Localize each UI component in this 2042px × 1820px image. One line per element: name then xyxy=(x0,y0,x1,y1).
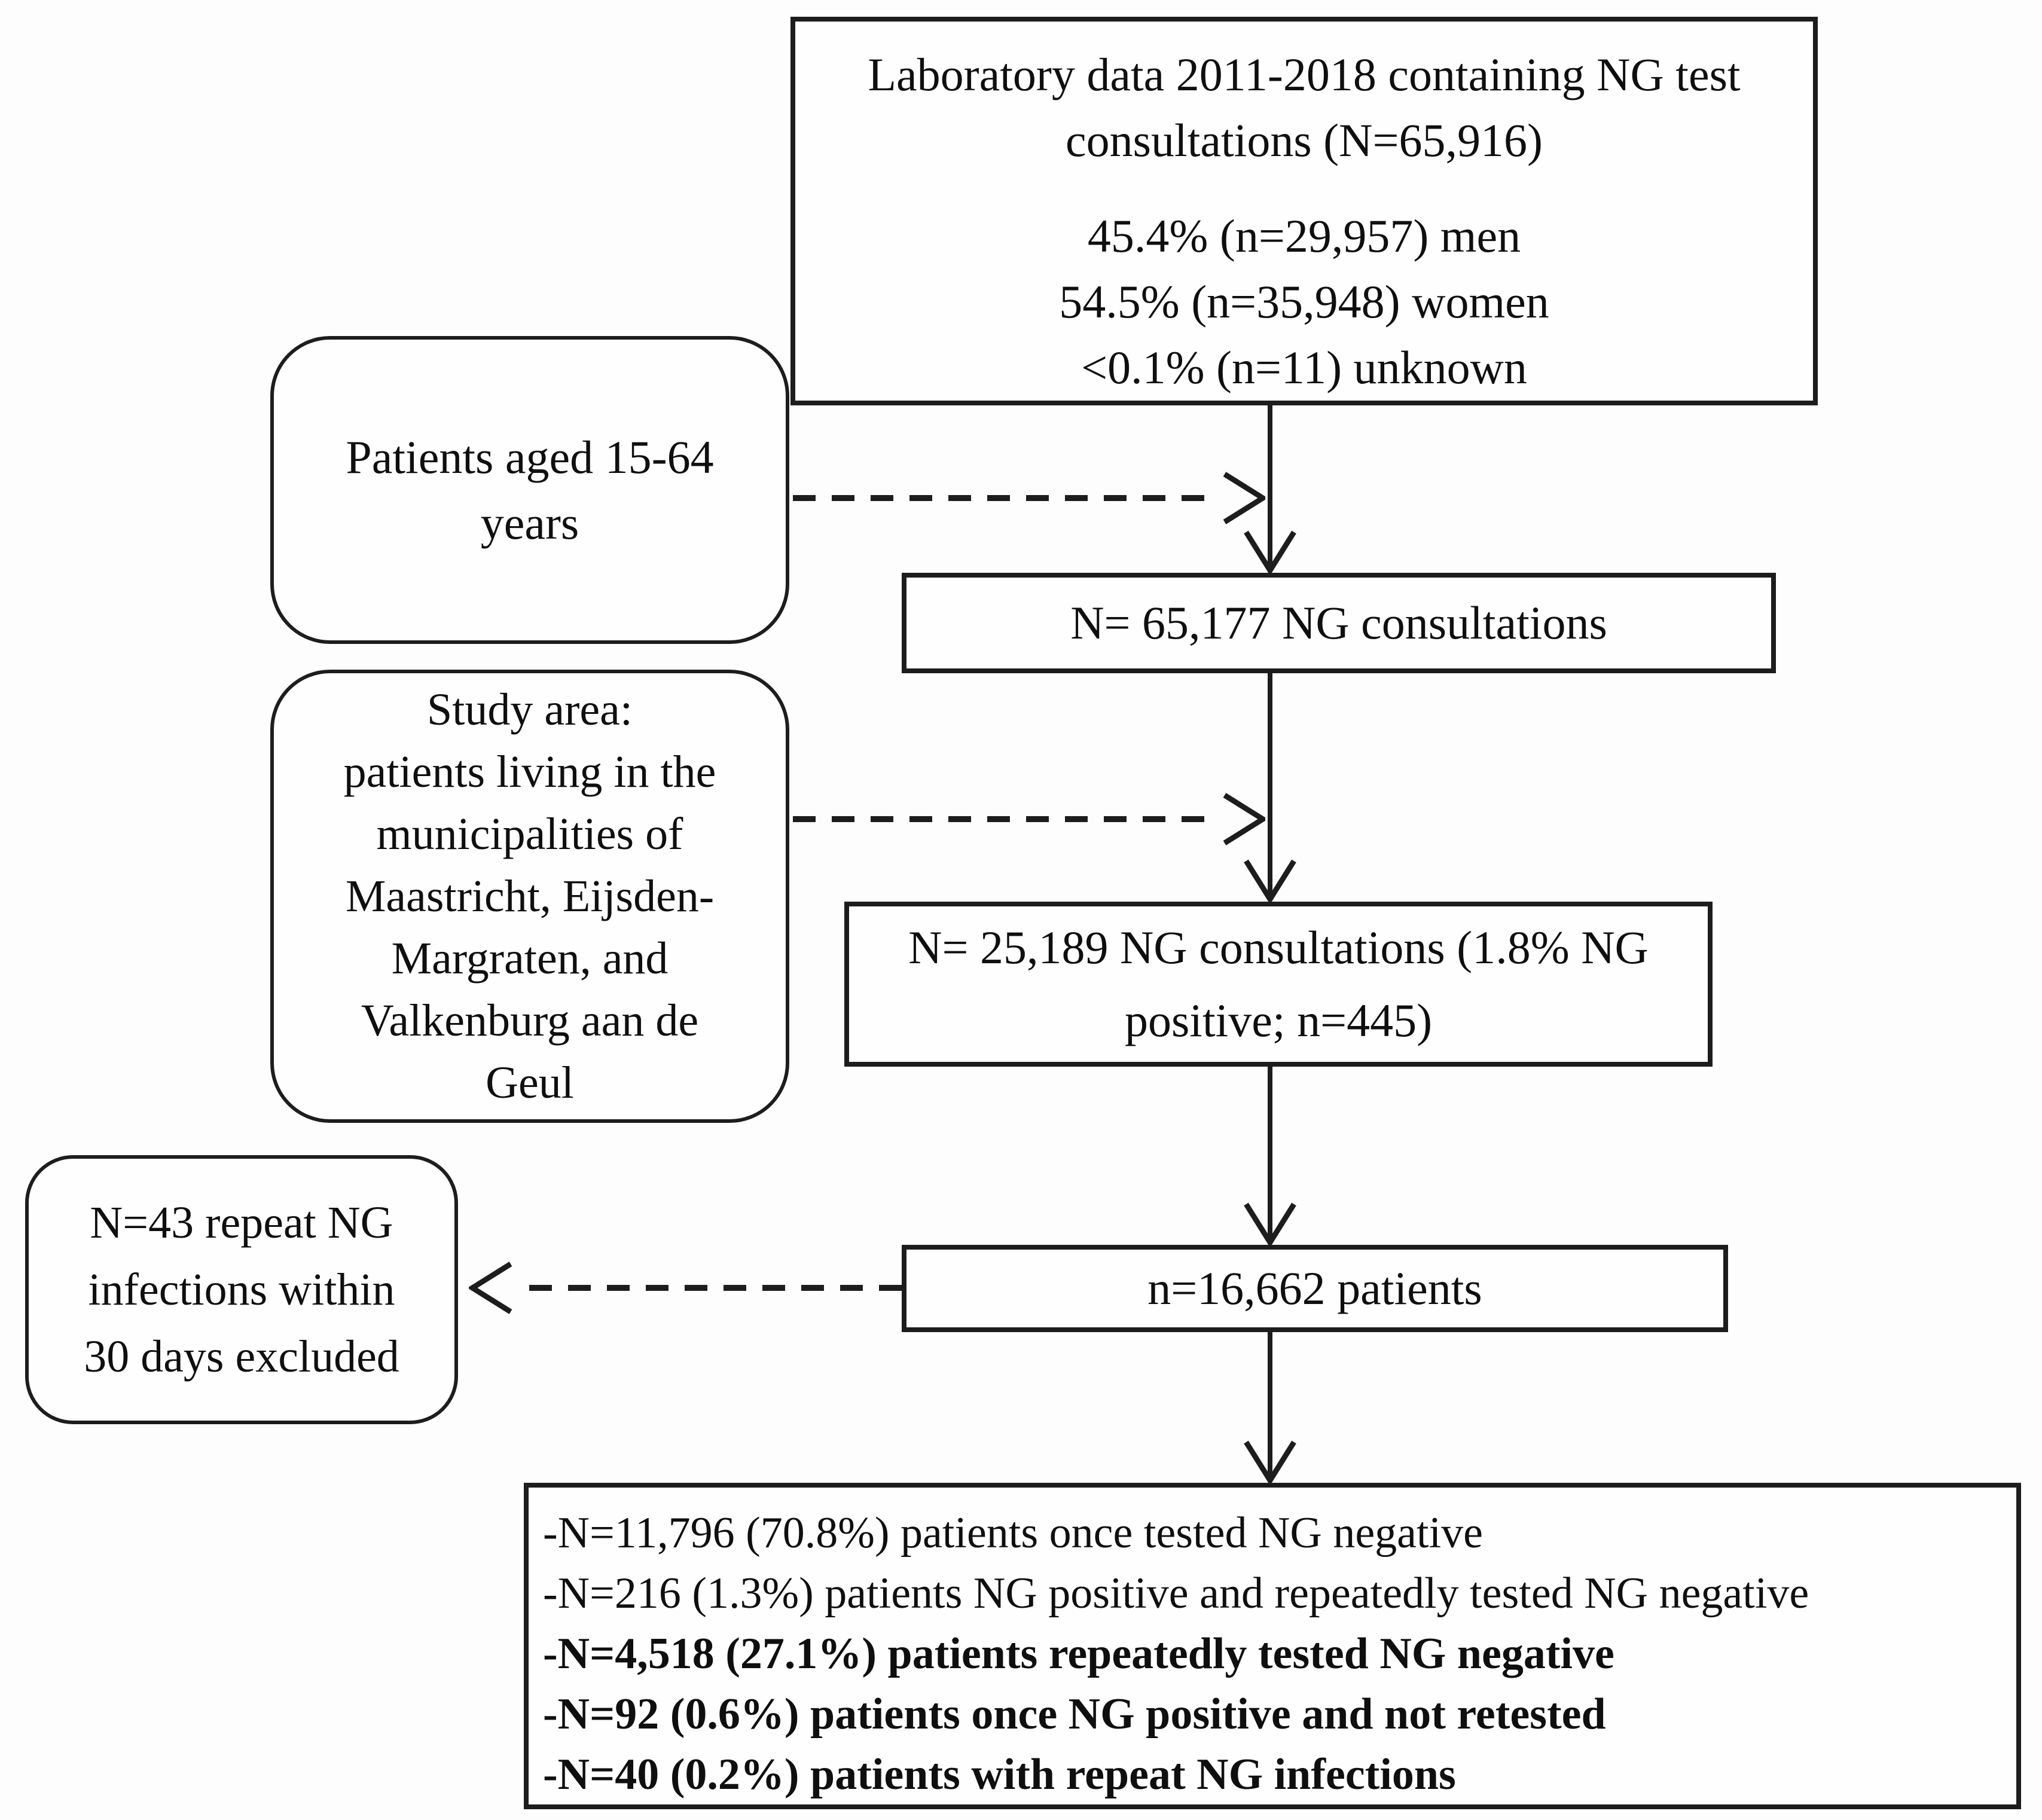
aged-filter-line-1: Patients aged 15-64 xyxy=(346,430,714,483)
outcome-positive-then-negative: -N=216 (1.3%) patients NG positive and r… xyxy=(543,1569,1809,1618)
lab-data-stat-women: 54.5% (n=35,948) women xyxy=(1059,276,1549,328)
lab-data-title-line-2: consultations (N=65,916) xyxy=(1066,114,1543,166)
node-outcomes: -N=11,796 (70.8%) patients once tested N… xyxy=(524,1483,2021,1809)
lab-data-stat-men: 45.4% (n=29,957) men xyxy=(1087,210,1521,262)
node-consultations-25189: N= 25,189 NG consultations (1.8% NG posi… xyxy=(844,902,1713,1067)
dashed-arrow-excluded xyxy=(469,1262,902,1314)
outcome-repeat-infections: -N=40 (0.2%) patients with repeat NG inf… xyxy=(543,1750,1456,1799)
node-aged-filter: Patients aged 15-64 years xyxy=(270,336,789,644)
excluded-line-3: 30 days excluded xyxy=(84,1332,399,1382)
node-patients-16662: n=16,662 patients xyxy=(902,1245,1728,1332)
study-area-line-7: Geul xyxy=(486,1058,574,1108)
consultations-65177-label: N= 65,177 NG consultations xyxy=(1070,597,1607,649)
study-area-line-4: Maastricht, Eijsden- xyxy=(345,871,715,921)
arrow-16662-to-outcomes xyxy=(1244,1331,1296,1484)
study-area-line-6: Valkenburg aan de xyxy=(361,995,699,1046)
aged-filter-line-2: years xyxy=(480,496,579,549)
excluded-line-2: infections within xyxy=(88,1265,395,1315)
node-lab-data: Laboratory data 2011-2018 containing NG … xyxy=(790,17,1818,405)
study-area-line-2: patients living in the xyxy=(343,747,716,797)
outcome-once-negative: -N=11,796 (70.8%) patients once tested N… xyxy=(543,1508,1483,1558)
outcome-positive-not-retested: -N=92 (0.6%) patients once NG positive a… xyxy=(543,1690,1606,1739)
study-area-line-5: Margraten, and xyxy=(391,933,669,984)
arrow-65177-to-25189 xyxy=(1244,672,1296,903)
consultations-25189-line-1: N= 25,189 NG consultations (1.8% NG xyxy=(908,921,1649,973)
lab-data-title-line-1: Laboratory data 2011-2018 containing NG … xyxy=(868,48,1741,100)
lab-data-stat-unknown: <0.1% (n=11) unknown xyxy=(1081,341,1527,393)
node-study-area-filter: Study area: patients living in the munic… xyxy=(270,670,789,1123)
excluded-line-1: N=43 repeat NG xyxy=(90,1198,393,1248)
study-area-line-1: Study area: xyxy=(426,685,633,735)
arrow-25189-to-16662 xyxy=(1244,1065,1296,1246)
dashed-arrow-study-area xyxy=(793,793,1265,845)
consultations-25189-line-2: positive; n=445) xyxy=(1124,994,1433,1046)
outcome-repeatedly-negative: -N=4,518 (27.1%) patients repeatedly tes… xyxy=(543,1629,1614,1678)
node-excluded-filter: N=43 repeat NG infections within 30 days… xyxy=(25,1155,458,1424)
node-consultations-65177: N= 65,177 NG consultations xyxy=(902,573,1776,673)
dashed-arrow-aged-filter xyxy=(793,472,1265,524)
patients-16662-label: n=16,662 patients xyxy=(1147,1262,1482,1314)
study-area-line-3: municipalities of xyxy=(376,809,683,859)
arrow-labdata-to-65177 xyxy=(1244,403,1296,574)
